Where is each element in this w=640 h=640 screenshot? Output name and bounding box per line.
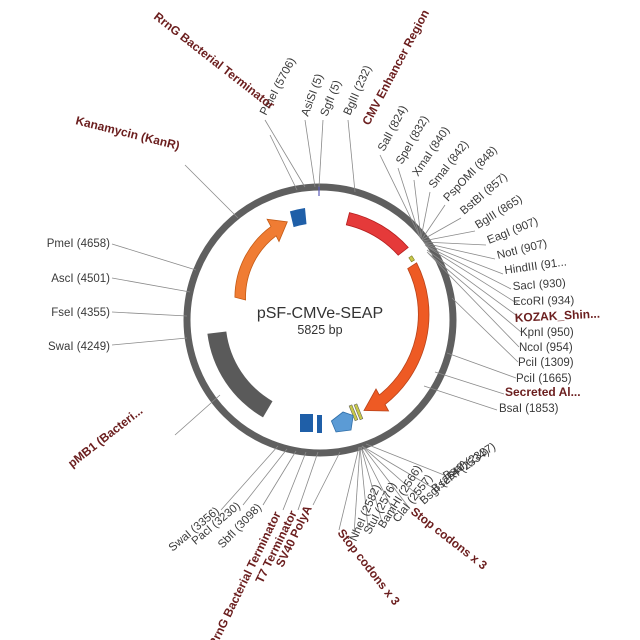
tick-saci	[424, 244, 512, 290]
tick-pcii-1665	[446, 352, 517, 379]
cmv-enhancer-feature	[345, 212, 409, 256]
tick-ecori	[425, 245, 519, 305]
tick-bglii-232	[347, 119, 356, 193]
tick-asci	[111, 277, 191, 293]
tick-pcii-1309	[451, 297, 519, 363]
tick-pmb1	[174, 394, 221, 436]
kanr-feature	[234, 218, 288, 301]
tick-sgfi	[318, 119, 324, 188]
site-label-kpni: KpnI (950)	[520, 327, 574, 339]
tick-hindiii	[424, 243, 504, 275]
tick-smai	[420, 191, 431, 239]
tick-kanr	[184, 164, 239, 219]
site-label-ncoi: NcoI (954)	[519, 342, 573, 354]
site-label-pcii-1665: PciI (1665)	[516, 373, 572, 385]
plasmid-name: pSF-CMVe-SEAP	[257, 305, 383, 322]
tick-pmei-5706	[264, 119, 306, 188]
tick-ncoi	[427, 252, 520, 348]
tick-bsgi	[361, 445, 423, 500]
sv40-polya-feature	[330, 411, 354, 433]
site-label-pcii-1309: PciI (1309)	[518, 357, 574, 369]
backbone-circle	[183, 183, 457, 457]
tick-kpni	[426, 251, 522, 333]
t7-terminator-feature	[317, 415, 322, 433]
site-label-asci: AscI (4501)	[51, 273, 110, 285]
tick-rrng-top	[269, 134, 298, 191]
tick-seap	[434, 371, 505, 395]
site-label-fsei: FseI (4355)	[51, 307, 110, 319]
site-label-noti: NotI (907)	[496, 238, 549, 262]
plasmid-size: 5825 bp	[297, 323, 342, 337]
tick-stop-codons-1	[361, 445, 411, 510]
feature-label-kozak: KOZAK_Shin...	[514, 307, 600, 325]
site-label-swai-4249: SwaI (4249)	[48, 341, 110, 353]
tick-clai	[360, 446, 397, 517]
leader-lines	[111, 119, 522, 535]
tick-bsai-1853	[423, 385, 498, 411]
tick-bsai-2337	[365, 443, 445, 476]
feature-label-pmb1: pMB1 (Bacteri...	[65, 403, 145, 470]
site-label-bsai-1853: BsaI (1853)	[499, 403, 559, 415]
site-label-ecori: EcoRI (934)	[513, 295, 575, 308]
feature-label-stop-codons-2: Stop codons x 3	[335, 526, 403, 608]
tick-rrng-bottom	[282, 451, 307, 511]
tick-stui	[359, 446, 369, 529]
tick-bamhi	[360, 446, 383, 523]
kozak-feature	[408, 255, 415, 263]
site-label-saci: SacI (930)	[512, 277, 566, 293]
stop-codons-marker-2	[353, 403, 364, 421]
feature-label-kanr: Kanamycin (KanR)	[74, 113, 181, 152]
tick-fsei	[111, 311, 188, 317]
tick-spei	[397, 167, 421, 238]
tick-nhei	[353, 446, 361, 535]
tick-pspomi	[421, 204, 446, 240]
site-label-hindiii: HindIII (91...	[504, 256, 568, 277]
tick-bseri	[361, 445, 434, 489]
tick-swai-3356	[220, 445, 279, 511]
rrng-terminator-bottom	[300, 414, 313, 432]
rrng-terminator-top	[289, 208, 307, 228]
feature-label-stop-codons-1: Stop codons x 3	[408, 504, 490, 572]
tick-sali	[379, 154, 421, 238]
tick-sbfi	[262, 450, 297, 506]
tick-pmei-4658	[111, 243, 197, 271]
features-layer	[207, 208, 430, 433]
tick-paci	[242, 448, 288, 506]
pmb1-origin-feature	[207, 331, 273, 418]
tick-kozak	[426, 249, 521, 319]
stop-codons-marker	[348, 404, 359, 422]
feature-label-rrng-top: RrnG Bacterial Terminator	[151, 9, 277, 112]
tick-eagi	[423, 241, 487, 246]
tick-asisi	[304, 119, 316, 188]
tick-swai-4249	[111, 337, 188, 346]
tick-t7	[297, 451, 319, 511]
tick-bglii-865	[422, 230, 476, 242]
tick-sv40	[312, 451, 341, 506]
tick-xmai	[413, 179, 422, 239]
tick-bstbi	[421, 217, 462, 241]
seap-feature	[363, 262, 430, 412]
site-label-pmei-4658: PmeI (4658)	[47, 238, 110, 250]
tick-stop-codons-2	[338, 446, 360, 531]
tick-noti	[423, 242, 496, 260]
feature-label-seap: Secreted Al...	[505, 385, 581, 399]
